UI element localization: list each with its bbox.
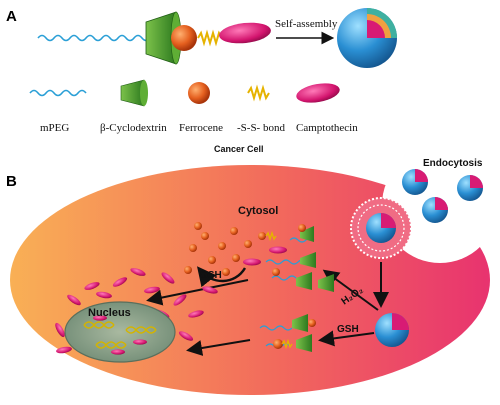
camptothecin-scatter (55, 268, 218, 355)
nucleus (64, 301, 176, 363)
micelle-outside-2 (457, 175, 483, 201)
self-assembly-label: Self-assembly (275, 18, 338, 30)
cancer-cell-title: Cancer Cell (214, 144, 264, 154)
arrow-gsh-top (196, 266, 247, 288)
micelle-large (337, 8, 397, 68)
micelle-outside-1 (402, 169, 428, 195)
legend-ferrocene-label: Ferrocene (179, 122, 223, 134)
arrow-gsh-bottom (318, 330, 375, 347)
ferrocene-ball (171, 25, 197, 51)
polymer-conjugate (37, 11, 271, 65)
legend-ss-bond-icon (247, 84, 270, 102)
gsh-top-label: GSH (200, 270, 222, 281)
mpeg-chain (37, 34, 151, 42)
nucleus-label: Nucleus (88, 307, 131, 319)
legend-mpeg-label: mPEG (40, 122, 69, 134)
panel-b-label: B (6, 173, 17, 190)
endocytosis-label: Endocytosis (423, 158, 483, 169)
legend-row (29, 79, 340, 107)
legend-camptothecin-icon (296, 83, 340, 103)
cytosol-label: Cytosol (238, 205, 278, 217)
ferrocene-scatter (184, 222, 252, 276)
legend-camptothecin-label: Camptothecin (296, 122, 358, 134)
micelle-released (375, 313, 409, 347)
legend-cyclodextrin-icon (120, 79, 148, 107)
disassembled-cluster-top (243, 224, 334, 292)
legend-ss-bond-label: -S-S- bond (237, 122, 285, 134)
micelle-outside-3 (422, 197, 448, 223)
gsh-bottom-label: GSH (337, 324, 359, 335)
legend-cyclodextrin-label: β-Cyclodextrin (100, 122, 167, 134)
arrow-h2o2 (322, 269, 379, 311)
legend-mpeg-icon (29, 89, 87, 97)
endosome (350, 197, 412, 259)
arrow-to-nucleus-bottom (186, 339, 251, 356)
panel-a-label: A (6, 8, 17, 25)
arrow-to-nucleus-top (146, 279, 249, 306)
disassembled-cluster-bottom (259, 314, 316, 352)
legend-ferrocene-icon (188, 82, 210, 104)
ss-bond-spring (197, 29, 223, 47)
camptothecin-pill (219, 22, 271, 44)
